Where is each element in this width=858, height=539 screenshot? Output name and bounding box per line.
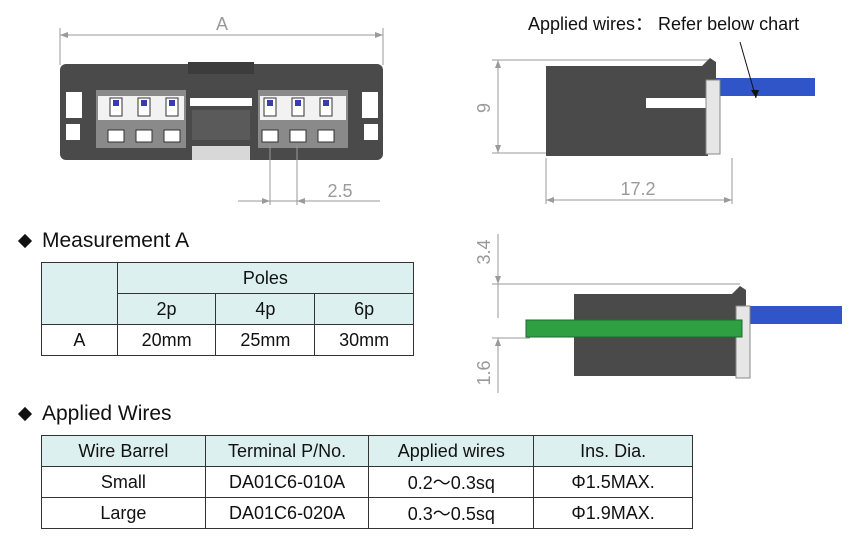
insulation-diameter-cell: Φ1.5MAX.: [533, 466, 693, 498]
dim-a-arrow-left: [60, 32, 68, 38]
callout-leader: [739, 41, 757, 99]
measurement-heading: Measurement A: [16, 229, 189, 253]
pole-column-header: 2p: [116, 293, 217, 325]
dim-bottom-label: 1.6: [474, 360, 494, 385]
wires-title: Applied Wires: [42, 402, 172, 425]
measurement-table: Poles 2p 4p 6p A 20mm 25mm 30mm: [41, 262, 415, 356]
pcb-mount-drawing: 3.4 1.6: [474, 234, 842, 393]
table-row: Small DA01C6-010A 0.2～0.3sq Φ1.5MAX.: [41, 466, 693, 498]
wires-column-header: Ins. Dia.: [533, 435, 693, 467]
callout-arrowhead: [751, 90, 759, 98]
dim-height-arrow-bottom: [495, 145, 501, 153]
dim-a-arrow-right: [375, 32, 383, 38]
dim-height-label: 9: [474, 103, 494, 113]
wires-column-header: Applied wires: [368, 435, 535, 467]
wire-side: [710, 78, 815, 96]
wires-column-header: Wire Barrel: [41, 435, 206, 467]
dim-bottom-arrow: [495, 338, 501, 346]
insulation-diameter-cell: Φ1.9MAX.: [533, 497, 693, 529]
dim-a-label: A: [216, 14, 228, 34]
measurement-title: Measurement A: [42, 229, 190, 252]
wire-barrel-cell: Large: [41, 497, 206, 529]
diamond-bullet-icon: [17, 233, 33, 249]
terminal-part-cell: DA01C6-010A: [204, 466, 370, 498]
dim-top-arrow: [495, 276, 501, 284]
diamond-bullet-icon: [17, 406, 33, 422]
terminal-part-cell: DA01C6-020A: [204, 497, 370, 529]
pole-column-header: 6p: [314, 293, 414, 325]
connector-front-body: [60, 62, 383, 160]
connector-side-body: [546, 58, 721, 156]
table-row: Large DA01C6-020A 0.3～0.5sq Φ1.9MAX.: [41, 497, 693, 529]
measurement-value: 25mm: [215, 324, 316, 356]
measurement-value: 30mm: [314, 324, 414, 356]
wires-column-header: Terminal P/No.: [204, 435, 370, 467]
dim-pitch-arrow-left: [262, 198, 270, 204]
wire-pcb-view: [750, 306, 842, 324]
table-row: A 20mm 25mm 30mm: [41, 324, 414, 356]
dim-pitch-label: 2.5: [327, 181, 352, 201]
dim-length-label: 17.2: [620, 179, 655, 199]
dim-length-arrow-left: [546, 197, 554, 203]
side-view-drawing: 9 17.2: [474, 41, 815, 204]
poles-header: Poles: [116, 262, 415, 294]
applied-wires-callout: Applied wires： Refer below chart: [528, 14, 800, 34]
pole-column-header: 4p: [215, 293, 316, 325]
measurement-value: 20mm: [116, 324, 217, 356]
measurement-corner-cell: [41, 262, 118, 325]
dim-top-label: 3.4: [474, 239, 494, 264]
dim-pitch-arrow-right: [297, 198, 305, 204]
pcb-board: [525, 319, 743, 338]
applied-wires-table: Wire Barrel Terminal P/No. Applied wires…: [41, 435, 693, 529]
row-label: A: [41, 324, 118, 356]
wire-barrel-cell: Small: [41, 466, 206, 498]
dim-height-arrow-top: [495, 60, 501, 68]
applied-wires-cell: 0.2～0.3sq: [368, 466, 535, 498]
applied-wires-cell: 0.3～0.5sq: [368, 497, 535, 529]
front-view-drawing: A: [59, 14, 384, 205]
wires-heading: Applied Wires: [16, 402, 172, 426]
dim-length-arrow-right: [724, 197, 732, 203]
